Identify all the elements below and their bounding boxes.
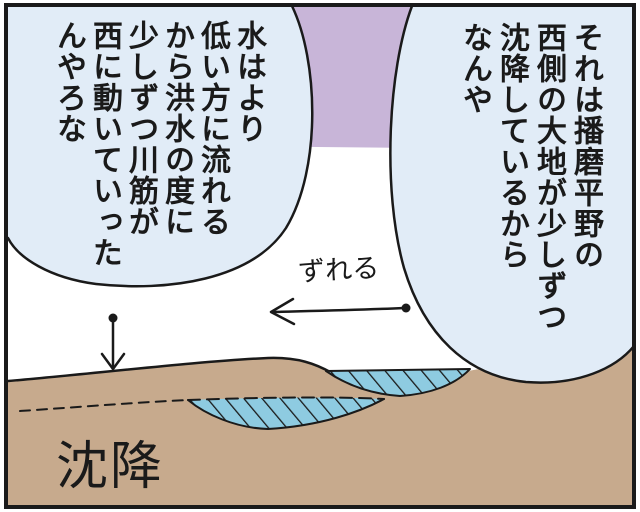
speech-bubble-left-text: 水はより 低い方に流れる から洪水の度に 少しずつ川筋が 西に動いていった んや… <box>50 20 266 268</box>
speech-bubble-right-text: それは播磨平野の 西側の大地が少しずつ 沈降しているから なんや <box>456 22 604 332</box>
speech-bubble-left-outline <box>6 4 314 288</box>
speech-bubble-right-outline <box>389 4 636 384</box>
subsidence-annotation: 沈降 <box>56 437 165 497</box>
arrow-origin-dot <box>401 303 411 313</box>
speech-line: それは播磨平野の <box>568 22 603 270</box>
arrow-head <box>100 352 126 371</box>
speech-line: 少しずつ川筋が <box>123 20 158 237</box>
arrow-shaft <box>270 306 406 314</box>
ground-surface-line <box>6 356 334 383</box>
shift-annotation: ずれる <box>297 252 380 289</box>
arrow-head <box>269 297 296 326</box>
speech-bubble-right <box>390 6 634 383</box>
buried-channel-top-line <box>187 396 385 401</box>
speech-line: 沈降しているから <box>494 22 529 270</box>
ground-layer <box>8 348 634 508</box>
speech-line: なんや <box>457 22 492 115</box>
speech-line: 水はより <box>231 20 266 144</box>
speech-line: 西側の大地が少しずつ <box>531 22 566 332</box>
down-arrow-icon <box>100 313 126 371</box>
speech-bubble-left <box>8 6 313 287</box>
subsurface-dashed-line <box>19 399 191 412</box>
speech-line: から洪水の度に <box>159 20 194 237</box>
buried-channel-bottom-line <box>187 398 385 430</box>
river-channel-current <box>325 368 471 397</box>
speech-line: 低い方に流れる <box>195 20 230 237</box>
left-arrow-icon <box>269 297 411 326</box>
panel-border <box>4 3 636 509</box>
speech-line: んやろな <box>51 20 86 144</box>
river-channel-buried <box>188 397 384 429</box>
speech-line: 西に動いていった <box>87 20 122 268</box>
